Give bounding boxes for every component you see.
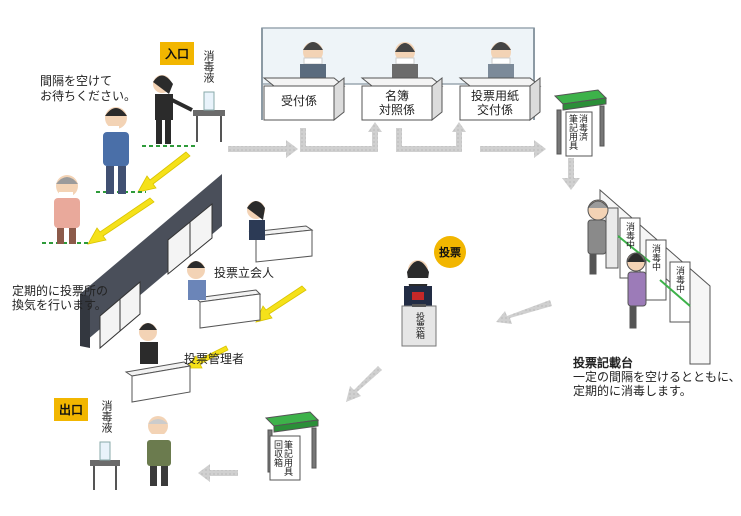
entrance-staff [153,75,225,144]
desk-reception-label: 受付係 [280,94,317,108]
queue-arrows [87,151,307,369]
spacing-notice-line1: 間隔を空けて [40,74,113,88]
waiting-voters [54,107,129,244]
entrance-badge: 入口 [160,42,195,65]
voting-booths [587,188,711,365]
ballot-badge: 投票 [434,236,466,268]
ballot-voter [401,260,437,347]
spacing-notice-line2: お待ちください。 [40,89,137,103]
booth-sign-3: 消毒中 [674,266,684,293]
manager-label: 投票管理者 [184,352,245,366]
entrance-sanitizer-label: 消毒液 [202,50,215,83]
booth-note-line1: 一定の間隔を空けるとともに、 [573,370,741,384]
reception-desks [262,76,542,122]
ventilation-note-line2: 換気を行います。 [12,298,107,312]
flow-arrows [198,122,580,482]
reception-staff [300,42,514,80]
ventilation-note-line1: 定期的に投票所の [12,284,109,298]
booth-title: 投票記載台 [573,356,634,370]
exit-badge: 出口 [54,398,89,421]
building-wall [80,174,222,350]
desk-ballot-issuing-label: 投票用紙 交付係 [470,89,519,117]
writing-tool-stations [264,89,608,481]
booth-sign-1: 消毒中 [624,222,634,249]
booth-sign-2: 消毒中 [650,244,660,271]
desk-roster-label: 名簿 対照係 [378,89,415,117]
booth-note-line2: 定期的に消毒します。 [573,384,692,398]
staff-tables [124,225,314,403]
witness-label: 投票立会人 [214,266,275,280]
exit-figures [90,416,171,490]
pencil-return-box-label: 筆記用具 回収箱 [272,440,292,476]
ballot-box-label: 投票箱 [414,312,424,339]
seated-staff [139,201,265,364]
sanitized-tools-sign: 消毒済 筆記用具 [567,114,587,150]
exit-sanitizer-label: 消毒液 [100,400,113,433]
